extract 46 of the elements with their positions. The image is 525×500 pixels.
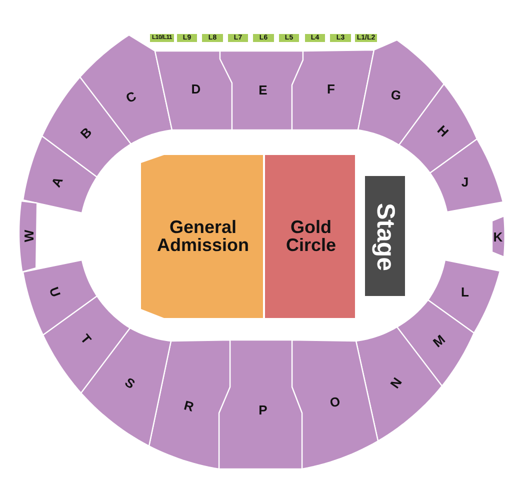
seating-section [292, 340, 378, 469]
seating-section [430, 139, 503, 212]
section-label: A [49, 175, 65, 189]
stage-block [365, 176, 405, 296]
loge-box [279, 34, 299, 42]
loge-box [305, 34, 325, 42]
loge-box [253, 34, 274, 42]
seating-section [399, 84, 477, 173]
section-label: J [461, 176, 469, 188]
seating-section [80, 35, 172, 144]
section-label: O [328, 394, 342, 410]
section-label: N [388, 375, 404, 391]
section-label: W [22, 230, 36, 242]
loge-box [202, 34, 223, 42]
section-label: M [430, 332, 448, 350]
section-label: E [258, 84, 268, 96]
section-label: S [122, 375, 138, 391]
section-label: K [493, 230, 503, 244]
floor-label: General Admission [156, 218, 250, 254]
loge-box [150, 34, 174, 42]
stage-label: Stage [372, 202, 398, 272]
section-label: F [327, 82, 335, 96]
section-label: R [182, 398, 196, 414]
seating-section [155, 51, 232, 130]
seating-section [18, 201, 37, 272]
section-label: G [390, 88, 402, 102]
floor-section [265, 155, 355, 318]
seating-section [149, 340, 230, 469]
section-label: L [461, 286, 469, 298]
loge-box [177, 34, 197, 42]
seating-section [292, 50, 374, 130]
section-label: H [435, 123, 451, 139]
section-label: D [191, 82, 201, 96]
section-label: U [47, 285, 63, 299]
floor-section [141, 155, 263, 318]
floor-label: Gold Circle [284, 218, 338, 254]
seating-section [492, 216, 505, 257]
section-label: C [124, 89, 138, 105]
section-label: T [78, 332, 94, 346]
seating-section [428, 260, 500, 333]
section-label: B [78, 125, 94, 141]
loge-box [228, 34, 248, 42]
seating-section [220, 51, 303, 130]
seating-section [23, 260, 97, 335]
seating-section [81, 328, 171, 446]
loge-box [330, 34, 351, 42]
